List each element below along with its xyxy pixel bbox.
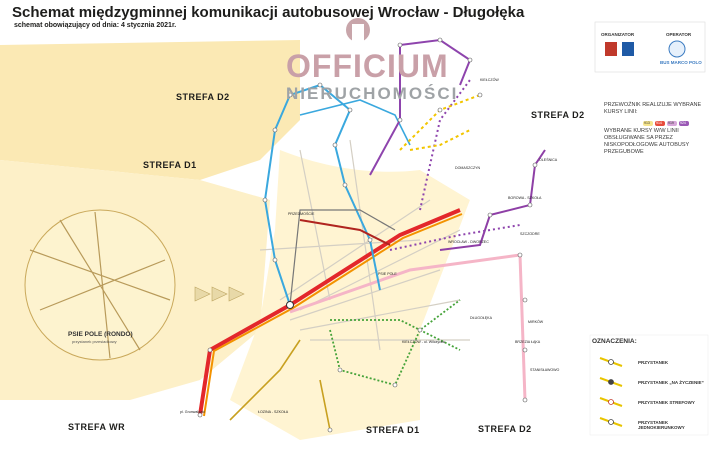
legend-item: PRZYSTANEK „NA ŻYCZENIE” — [638, 380, 704, 385]
route-trunk-orange — [203, 213, 463, 417]
info-badge-913: 913 — [644, 121, 650, 125]
coat-of-arms-icon — [622, 42, 634, 56]
page-title: Schemat międzygminnej komunikacji autobu… — [12, 4, 525, 21]
zone-d2-east-area — [420, 120, 590, 460]
operator-name: BUS MARCO POLO — [660, 60, 702, 65]
legend-box — [589, 334, 709, 436]
route-purple-dotted — [389, 79, 521, 251]
route-purple — [369, 38, 472, 176]
operator-label: OPERATOR — [666, 32, 692, 37]
info-badges — [643, 121, 689, 126]
zone-label-d1-bottom: STREFA D1 — [366, 425, 420, 435]
stop-label: pl. Grunwaldzki — [180, 410, 205, 414]
stop-label: STANISŁAWOWO — [530, 368, 560, 372]
watermark-subtitle: NIERUCHOMOŚCI — [286, 84, 459, 103]
coat-of-arms-icon — [605, 42, 617, 56]
watermark-logo-bar — [352, 24, 364, 44]
inset-subtitle: przystanek przesiadkowy — [72, 339, 117, 344]
info-badge-924: 924 — [680, 121, 686, 125]
legend-stop-icons — [608, 359, 614, 425]
zone-label-d2-left: STREFA D2 — [176, 92, 230, 102]
zone-label-d2-bottom: STREFA D2 — [478, 424, 532, 434]
stop-label: OLEŚNICA — [539, 158, 558, 162]
legend-item: PRZYSTANEK JEDNOKIERUNKOWY — [638, 420, 685, 430]
legend-title: OZNACZENIA: — [592, 338, 637, 345]
route-grey — [289, 209, 396, 306]
operator-logo-icon — [668, 40, 686, 58]
zone-label-d1-left: STREFA D1 — [143, 160, 197, 170]
route-gold — [229, 339, 331, 431]
info-badge-914: 914 — [656, 121, 662, 125]
route-darkred — [299, 219, 391, 246]
stop-label: MIRKÓW — [528, 320, 544, 324]
stop-label: PSIE POLE — [378, 272, 397, 276]
arrow-icon — [194, 286, 245, 302]
info-line-1: PRZEWOŹNIK REALIZUJE WYBRANE KURSY LINII… — [604, 102, 702, 115]
road-network — [259, 139, 470, 351]
stop-label: DOMASZCZYN — [455, 166, 481, 170]
organizer-label: ORGANIZATOR — [601, 32, 635, 37]
zone-d2-area — [0, 40, 300, 180]
zone-label-d2-right: STREFA D2 — [531, 110, 585, 120]
stop-label: BOROWA - SZKOŁA — [508, 196, 542, 200]
inset-title: PSIE POLE (RONDO) — [68, 331, 133, 338]
stop-label: WROCŁAW - DWORZEC — [448, 240, 489, 244]
legend-item: PRZYSTANEK — [638, 360, 669, 365]
route-trunk-pink — [289, 253, 527, 401]
stop-markers — [197, 37, 538, 433]
legend-item: PRZYSTANEK STREFOWY — [638, 400, 695, 405]
stop-label: KIEŁCZÓW — [480, 78, 499, 82]
info-badge-919: 919 — [668, 121, 674, 125]
zone-d1-east-area — [230, 150, 470, 440]
route-blue-branch — [299, 99, 411, 146]
watermark-title: OFFICIUM — [286, 48, 449, 84]
stop-label: BRZEZIA ŁĄKA — [515, 340, 541, 344]
stop-label: ŁOZINA - SZKOŁA — [258, 410, 289, 414]
zone-label-wr: STREFA WR — [68, 422, 126, 432]
stop-label: PRZEDMOŚCIE — [288, 212, 315, 216]
inset-roads — [29, 211, 171, 359]
stop-label: DŁUGOŁĘKA — [470, 316, 492, 320]
page-subtitle: schemat obowiązujący od dnia: 4 stycznia… — [14, 22, 177, 29]
stop-label: SZCZODRE — [520, 232, 540, 236]
stop-label: KIEŁCZÓW - ul. Wilczycka — [402, 340, 445, 344]
route-purple-east — [439, 149, 546, 251]
info-line-2: WYBRANE KURSY W/W LINII OBSŁUGIWANE SA P… — [604, 128, 690, 155]
route-green-loop — [330, 319, 461, 351]
